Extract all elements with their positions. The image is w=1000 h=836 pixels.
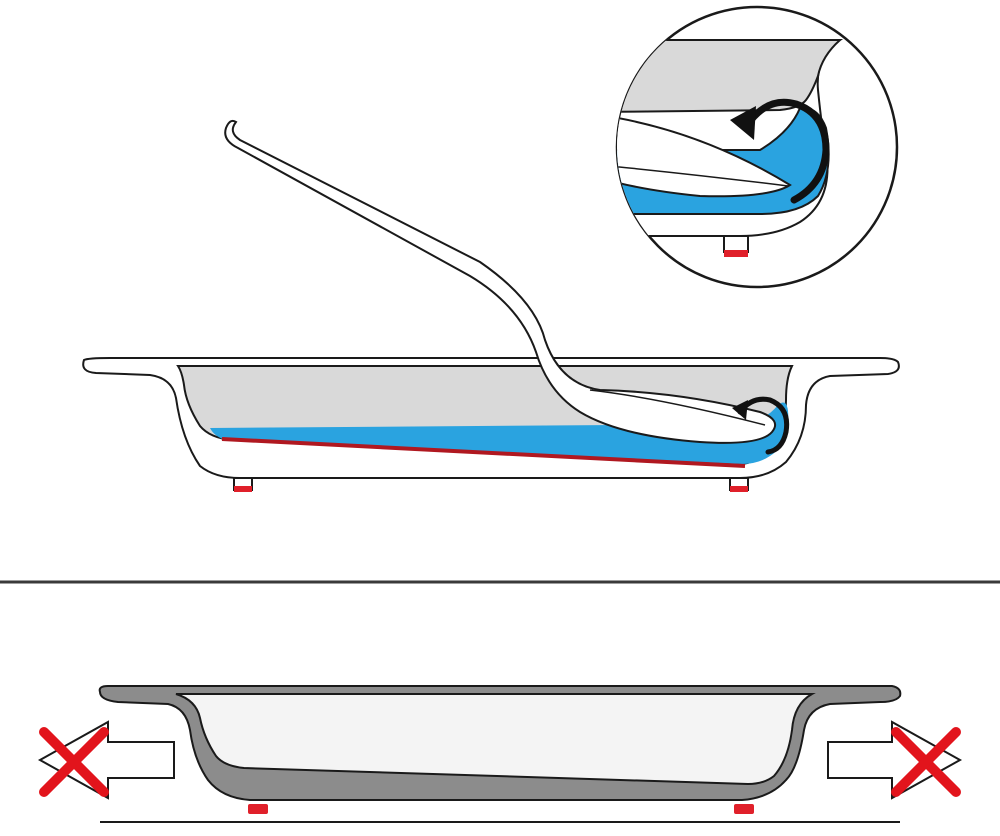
zoom-dish-foot-pad — [724, 250, 748, 257]
bottom-dish-illustration — [37, 685, 963, 823]
top-dish-illustration — [82, 119, 900, 492]
top-dish-foot-right-pad — [730, 486, 748, 492]
red-x-cross-icon — [39, 727, 109, 797]
top-liquid-layer — [210, 402, 789, 464]
top-dish-foot-left-pad — [234, 486, 252, 492]
circular-arrow-icon — [732, 396, 790, 455]
left-arrow-outline — [37, 720, 175, 800]
zoom-dish-foot — [723, 235, 749, 253]
zoom-ladle — [617, 113, 792, 198]
ladle — [224, 119, 776, 444]
zoom-detail-circle — [615, 5, 899, 289]
left-blocked-arrow — [37, 720, 175, 800]
bottom-dish-foot-left-pad — [248, 804, 268, 814]
bottom-dish-foot-right-pad — [734, 804, 754, 814]
red-x-cross-icon — [891, 727, 961, 797]
ladle-bowl-line — [589, 389, 766, 426]
right-blocked-arrow — [827, 720, 963, 800]
zoom-dish-cavity — [617, 39, 843, 114]
circular-arrow-icon — [730, 98, 830, 204]
bottom-dish-inner — [175, 693, 816, 786]
top-sloped-base-line — [221, 437, 746, 468]
right-arrow-outline — [827, 720, 963, 800]
